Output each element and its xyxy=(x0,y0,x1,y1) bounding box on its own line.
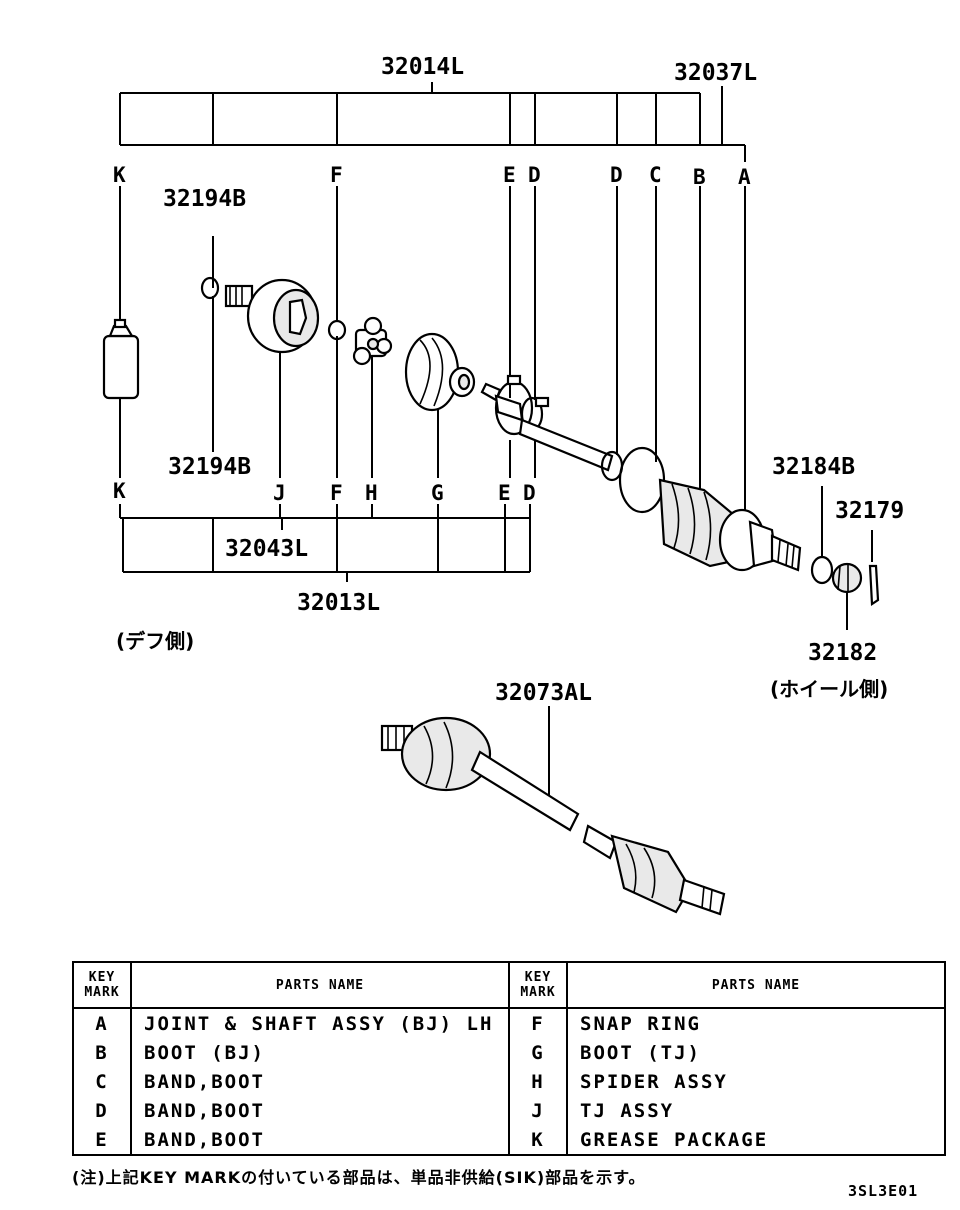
table-row: A JOINT & SHAFT ASSY (BJ) LH F SNAP RING xyxy=(72,1008,946,1038)
key-cell: F xyxy=(508,1008,568,1038)
washer-32184B-part xyxy=(810,555,834,585)
key-cell: A xyxy=(72,1008,132,1038)
part-name-cell: BOOT (TJ) xyxy=(566,1038,946,1067)
band-boot-e-part xyxy=(494,374,534,436)
part-name-cell: BOOT (BJ) xyxy=(130,1038,510,1067)
diff-side-label: (デフ側) xyxy=(116,629,194,653)
parts-diagram: 32014L 32037L 32194B 32194B 32043L 32013… xyxy=(102,54,904,916)
key-letter-top-b: B xyxy=(693,165,706,189)
boot-tj-part xyxy=(404,332,476,412)
part-name-cell: BAND,BOOT xyxy=(130,1125,510,1155)
key-cell: D xyxy=(72,1096,132,1125)
header-key-line2: MARK xyxy=(84,985,120,1000)
bracket-lines xyxy=(119,82,873,800)
header-key-mark-left: KEY MARK xyxy=(72,962,132,1009)
key-cell: J xyxy=(508,1096,568,1125)
part-name-cell: BAND,BOOT xyxy=(130,1067,510,1096)
callout-32014L: 32014L xyxy=(381,54,464,80)
header-parts-name-left: PARTS NAME xyxy=(130,962,510,1009)
wheel-side-label: (ホイール側) xyxy=(770,677,888,701)
key-cell: B xyxy=(72,1038,132,1067)
snap-ring-32194B-part xyxy=(200,276,220,300)
header-parts-name-right: PARTS NAME xyxy=(566,962,946,1009)
key-letter-bottom-d: D xyxy=(523,481,536,505)
key-letter-top-e: E xyxy=(503,163,516,187)
key-letter-top-f: F xyxy=(330,163,343,187)
key-letter-bottom-h: H xyxy=(365,481,378,505)
header-key-line1: KEY xyxy=(88,970,116,985)
key-cell: G xyxy=(508,1038,568,1067)
callout-32194B-bottom: 32194B xyxy=(168,454,251,480)
part-name-cell: TJ ASSY xyxy=(566,1096,946,1125)
callout-32013L: 32013L xyxy=(297,590,380,616)
callout-32182: 32182 xyxy=(808,640,877,666)
header-key-line1: KEY xyxy=(524,970,552,985)
callout-32037L: 32037L xyxy=(674,60,757,86)
key-cell: H xyxy=(508,1067,568,1096)
table-row: B BOOT (BJ) G BOOT (TJ) xyxy=(72,1038,946,1067)
parts-table: KEY MARK PARTS NAME KEY MARK PARTS NAME … xyxy=(72,961,946,1156)
table-header-row: KEY MARK PARTS NAME KEY MARK PARTS NAME xyxy=(72,962,946,1009)
key-letter-bottom-f: F xyxy=(330,481,343,505)
footnote: (注)上記KEY MARKの付いている部品は、単品非供給(SIK)部品を示す。 xyxy=(72,1168,646,1187)
key-letter-top-d2: D xyxy=(610,163,623,187)
header-key-line2: MARK xyxy=(520,985,556,1000)
key-letter-bottom-e: E xyxy=(498,481,511,505)
part-name-cell: BAND,BOOT xyxy=(130,1096,510,1125)
joint-shaft-assy-part xyxy=(480,382,802,572)
key-letter-bottom-j: J xyxy=(273,481,286,505)
callout-32043L: 32043L xyxy=(225,536,308,562)
callout-32184B: 32184B xyxy=(772,454,855,480)
table-row: C BAND,BOOT H SPIDER ASSY xyxy=(72,1067,946,1096)
key-letter-top-c: C xyxy=(649,163,662,187)
key-cell: E xyxy=(72,1125,132,1155)
cotter-pin-32179-part xyxy=(868,564,880,606)
key-cell: K xyxy=(508,1125,568,1155)
callout-32194B-top: 32194B xyxy=(163,186,246,212)
callout-32179: 32179 xyxy=(835,498,904,524)
key-letter-bottom-k: K xyxy=(113,479,126,503)
grease-package-part xyxy=(102,318,140,400)
part-name-cell: JOINT & SHAFT ASSY (BJ) LH xyxy=(130,1008,510,1038)
key-letter-top-k: K xyxy=(113,163,126,187)
key-letter-bottom-g: G xyxy=(431,481,444,505)
part-name-cell: SPIDER ASSY xyxy=(566,1067,946,1096)
assembled-shaft-32073AL-part xyxy=(380,716,726,916)
key-letter-top-d1: D xyxy=(528,163,541,187)
snap-ring-f-part xyxy=(327,319,347,341)
callout-32073AL: 32073AL xyxy=(495,680,592,706)
header-key-mark-right: KEY MARK xyxy=(508,962,568,1009)
nut-32182-part xyxy=(831,562,863,594)
table-row: E BAND,BOOT K GREASE PACKAGE xyxy=(72,1125,946,1155)
key-cell: C xyxy=(72,1067,132,1096)
key-letter-top-a: A xyxy=(738,165,751,189)
tj-assy-part xyxy=(224,278,320,354)
part-name-cell: GREASE PACKAGE xyxy=(566,1125,946,1155)
table-row: D BAND,BOOT J TJ ASSY xyxy=(72,1096,946,1125)
part-name-cell: SNAP RING xyxy=(566,1008,946,1038)
spider-assy-part xyxy=(352,316,393,366)
diagram-code: 3SL3E01 xyxy=(848,1182,919,1200)
